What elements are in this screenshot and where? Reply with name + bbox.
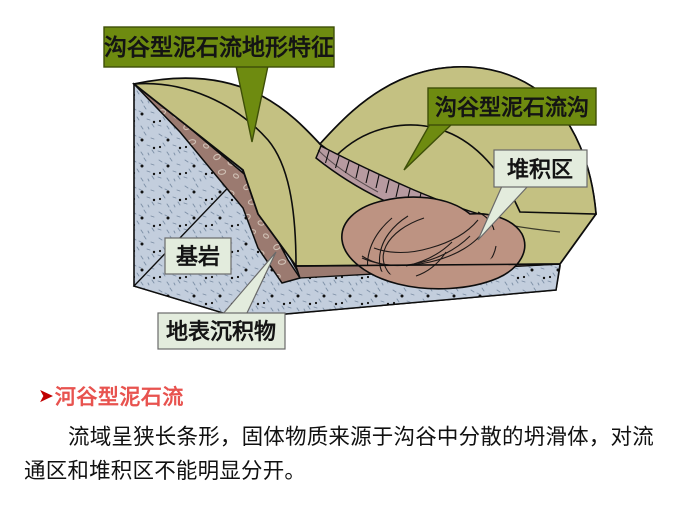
- section-paragraph: 流域呈狭长条形，固体物质来源于沟谷中分散的坍滑体，对流通区和堆积区不能明显分开。: [24, 425, 654, 485]
- fan-flow-lines: [361, 215, 497, 279]
- bullet-arrow-icon: ➤: [38, 384, 54, 407]
- callout-debris-flow-gully-box: [427, 87, 597, 126]
- body-text-block: ➤ 河谷型泥石流 流域呈狭长条形，固体物质来源于沟谷中分散的坍滑体，对流通区和堆…: [0, 375, 699, 530]
- callout-landform-features-label: 沟谷型泥石流地形特征: [104, 34, 334, 60]
- debris-flow-block-diagram: 沟谷型泥石流地形特征 沟谷型泥石流沟 堆积区 基岩: [103, 26, 597, 350]
- callout-surface-sediment-box: [157, 312, 286, 350]
- callout-deposition-zone[interactable]: 堆积区: [477, 149, 588, 241]
- ridge-crest-line: [133, 82, 297, 267]
- callout-bedrock[interactable]: 基岩: [164, 237, 232, 275]
- callout-bedrock-box: [164, 237, 232, 275]
- tributary-gully-line: [317, 149, 379, 193]
- callout-debris-flow-gully[interactable]: 沟谷型泥石流沟: [403, 87, 597, 171]
- section-heading: ➤ 河谷型泥石流: [38, 381, 683, 411]
- callout-deposition-zone-box: [493, 149, 588, 188]
- terrain-front-edge: [295, 263, 561, 267]
- section-heading-label: 河谷型泥石流: [54, 385, 184, 409]
- callout-debris-flow-gully-label: 沟谷型泥石流沟: [435, 95, 589, 120]
- callout-landform-features[interactable]: 沟谷型泥石流地形特征: [103, 26, 335, 143]
- callout-bedrock-label: 基岩: [176, 244, 220, 269]
- callout-surface-sediment-label: 地表沉积物: [166, 319, 276, 344]
- callout-landform-features-box: [103, 26, 335, 68]
- callout-surface-sediment[interactable]: 地表沉积物: [157, 251, 286, 350]
- callout-deposition-zone-label: 堆积区: [507, 157, 573, 182]
